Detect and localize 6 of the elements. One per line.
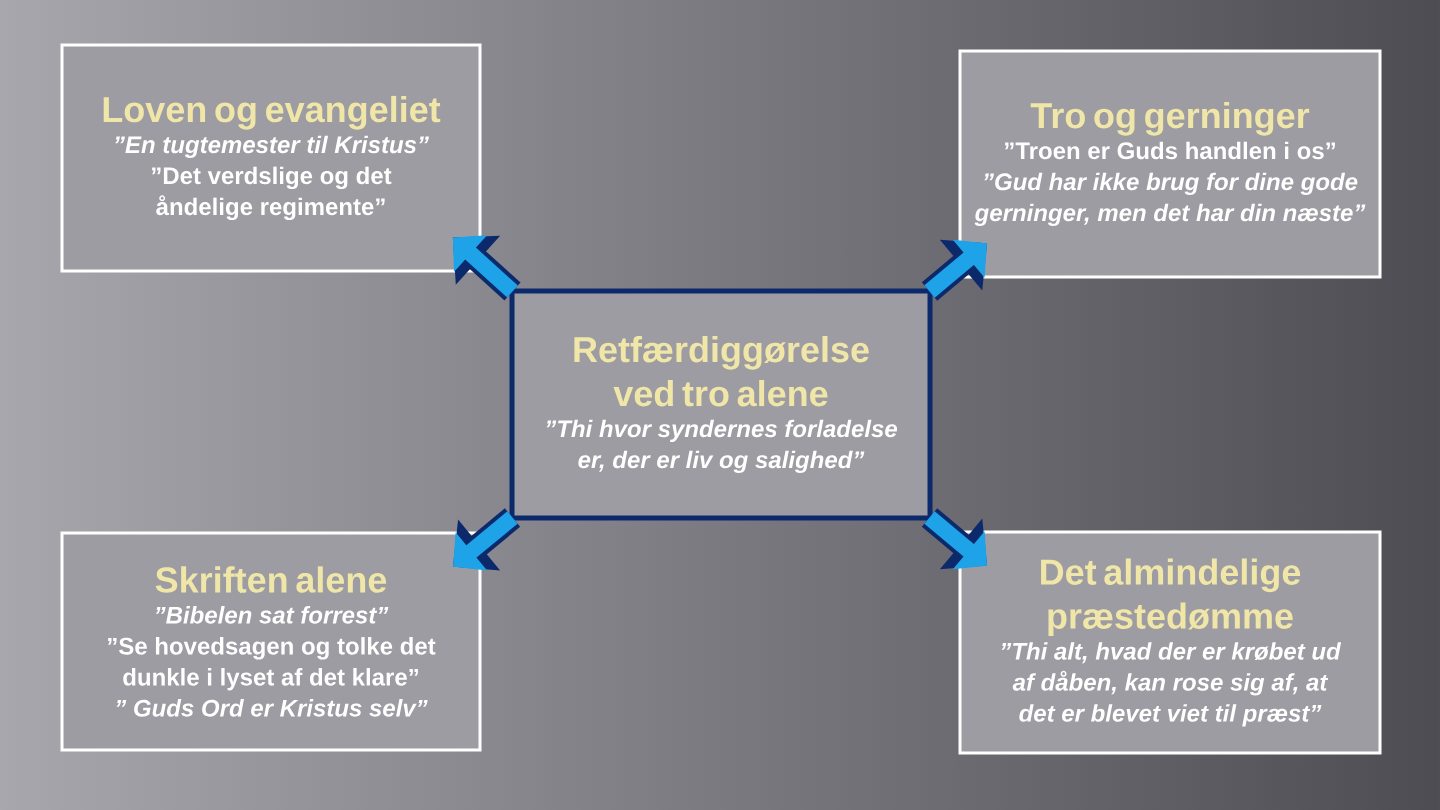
topic-box: Loven og evangeliet ”En tugtemester til Kristus” ”Det verdslige og det åndelige regimente” [60,43,482,273]
topic-box: Det almindelige præstedømme ”Thi alt, hvad der er krøbet ud af dåben, kan rose sig af, at det er blevet viet til præst” [958,530,1382,755]
topic-box: Tro og gerninger ”Troen er Guds handlen i os” ”Gud har ikke brug for dine gode gerninger, men det har din næste” [958,49,1382,279]
block-arrow [452,235,521,301]
central-box: Retfærdiggørelse ved tro alene ”Thi hvor syndernes forladelse er, der er liv og salighed” [509,288,933,521]
topic-box: Skriften alene ”Bibelen sat forrest” ”Se hovedsagen og tolke det dunkle i lyset af det klare” ” Guds Ord er Kristus selv” [60,531,482,752]
